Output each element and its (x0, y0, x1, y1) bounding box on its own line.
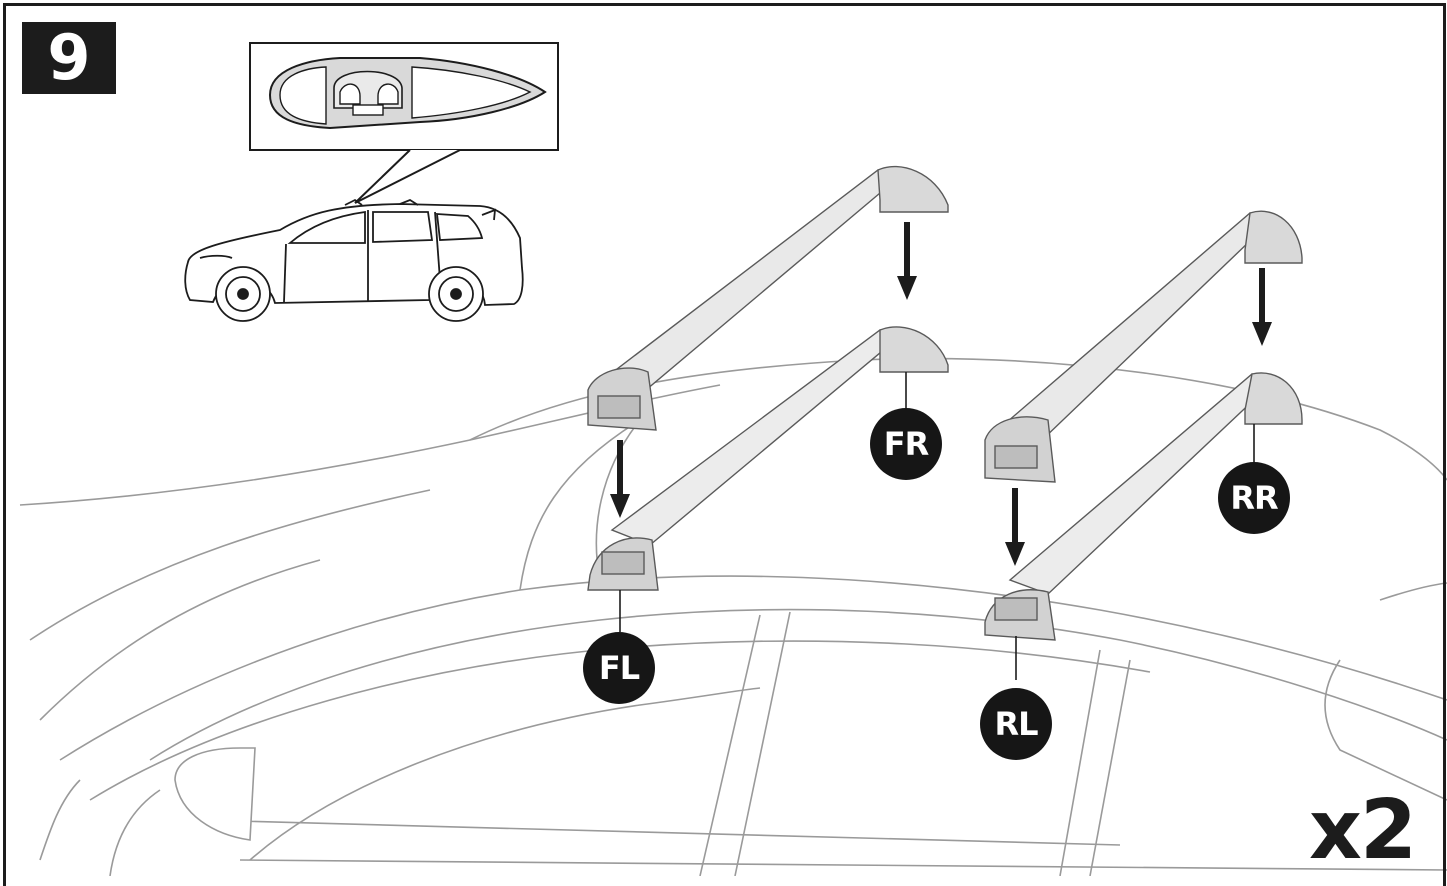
down-arrow-icon (1252, 268, 1272, 346)
position-label-front-left: FL (583, 632, 655, 704)
car-side-icon (184, 198, 524, 322)
rear-roof-bar-mounted (984, 372, 1303, 641)
quantity-multiplier: x2 (1309, 783, 1417, 878)
position-label-front-right: FR (870, 408, 942, 480)
position-label-rear-right: RR (1218, 462, 1290, 534)
rear-roof-bar-lifted (984, 210, 1303, 483)
front-roof-bar-lifted (587, 165, 949, 431)
down-arrow-icon (1005, 488, 1025, 566)
down-arrow-icon (897, 222, 917, 300)
step-number-badge: 9 (22, 22, 116, 94)
car-roof-illustration (19, 357, 1447, 877)
down-arrow-icon (610, 440, 630, 518)
label-leader-lines (619, 372, 1255, 680)
bar-profile-inset (249, 42, 559, 204)
front-roof-bar-mounted (587, 326, 949, 591)
position-label-rear-left: RL (980, 688, 1052, 760)
